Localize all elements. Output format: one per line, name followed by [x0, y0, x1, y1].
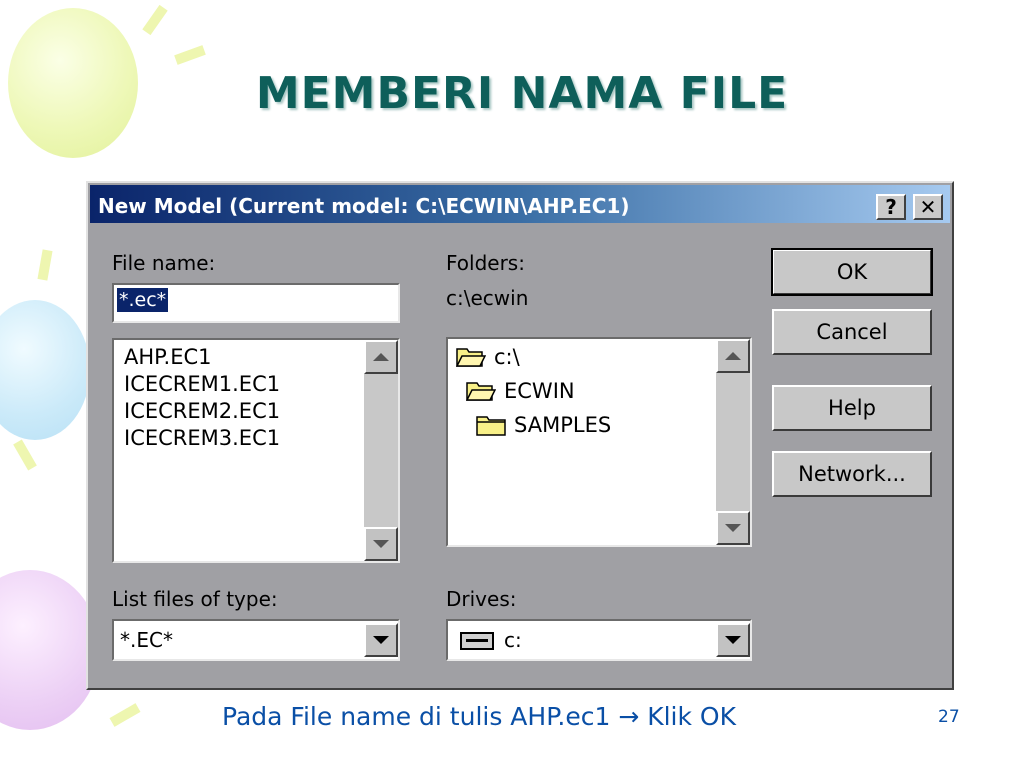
- drives-label: Drives:: [446, 587, 517, 611]
- balloon-decoration: [0, 570, 100, 730]
- chevron-down-icon: [373, 636, 389, 644]
- ok-button[interactable]: OK: [771, 248, 933, 296]
- dialog-title: New Model (Current model: C:\ECWIN\AHP.E…: [98, 194, 630, 218]
- help-button[interactable]: Help: [772, 385, 932, 431]
- arrow-down-icon: [373, 540, 389, 548]
- file-name-input[interactable]: *.ec*: [112, 283, 400, 323]
- balloon-decoration: [8, 8, 138, 158]
- page-number: 27: [938, 707, 960, 727]
- dialog-titlebar[interactable]: New Model (Current model: C:\ECWIN\AHP.E…: [90, 185, 950, 223]
- drive-value: c:: [504, 628, 522, 652]
- streak-decoration: [37, 249, 53, 281]
- file-list-item[interactable]: AHP.EC1: [124, 345, 212, 369]
- new-model-dialog: New Model (Current model: C:\ECWIN\AHP.E…: [86, 181, 954, 690]
- file-list-scrollbar[interactable]: [364, 340, 398, 561]
- streak-decoration: [142, 4, 168, 36]
- chevron-down-icon: [725, 636, 741, 644]
- help-titlebar-button[interactable]: ?: [876, 194, 906, 220]
- streak-decoration: [13, 439, 37, 471]
- scroll-up-button[interactable]: [364, 340, 398, 374]
- folder-tree-scrollbar[interactable]: [716, 339, 750, 545]
- closed-folder-icon: [476, 416, 506, 436]
- list-type-label: List files of type:: [112, 587, 278, 611]
- close-button[interactable]: ✕: [913, 194, 943, 220]
- folder-label: ECWIN: [504, 379, 575, 403]
- arrow-up-icon: [373, 353, 389, 361]
- folders-label: Folders:: [446, 251, 525, 275]
- file-name-value: *.ec*: [117, 288, 169, 312]
- drive-icon: [460, 632, 494, 650]
- arrow-down-icon: [725, 524, 741, 532]
- folder-label: SAMPLES: [514, 413, 612, 437]
- slide-title: MEMBERI NAMA FILE: [255, 68, 789, 119]
- folder-item-root[interactable]: c:\: [456, 345, 520, 369]
- folder-tree[interactable]: c:\ ECWIN SAMPLES: [446, 337, 752, 547]
- list-type-value: *.EC*: [120, 628, 173, 652]
- folder-label: c:\: [494, 345, 520, 369]
- slide-caption: Pada File name di tulis AHP.ec1 → Klik O…: [222, 702, 736, 731]
- dropdown-button[interactable]: [364, 623, 398, 657]
- scroll-up-button[interactable]: [716, 339, 750, 373]
- list-type-dropdown[interactable]: *.EC*: [112, 619, 400, 661]
- network-button[interactable]: Network...: [772, 451, 932, 497]
- file-list-item[interactable]: ICECREM3.EC1: [124, 426, 281, 450]
- folder-item-samples[interactable]: SAMPLES: [476, 413, 611, 437]
- file-list-item[interactable]: ICECREM2.EC1: [124, 399, 281, 423]
- arrow-up-icon: [725, 352, 741, 360]
- drives-dropdown[interactable]: c:: [446, 619, 752, 661]
- folder-item-ecwin[interactable]: ECWIN: [466, 379, 575, 403]
- balloon-decoration: [0, 300, 90, 440]
- cancel-button[interactable]: Cancel: [772, 309, 932, 355]
- open-folder-icon: [466, 382, 496, 401]
- streak-decoration: [109, 703, 141, 727]
- streak-decoration: [174, 45, 206, 65]
- current-folder-path: c:\ecwin: [446, 286, 529, 310]
- file-list-item[interactable]: ICECREM1.EC1: [124, 372, 281, 396]
- scroll-down-button[interactable]: [364, 527, 398, 561]
- dropdown-button[interactable]: [716, 623, 750, 657]
- scroll-down-button[interactable]: [716, 511, 750, 545]
- open-folder-icon: [456, 348, 486, 367]
- file-name-label: File name:: [112, 251, 216, 275]
